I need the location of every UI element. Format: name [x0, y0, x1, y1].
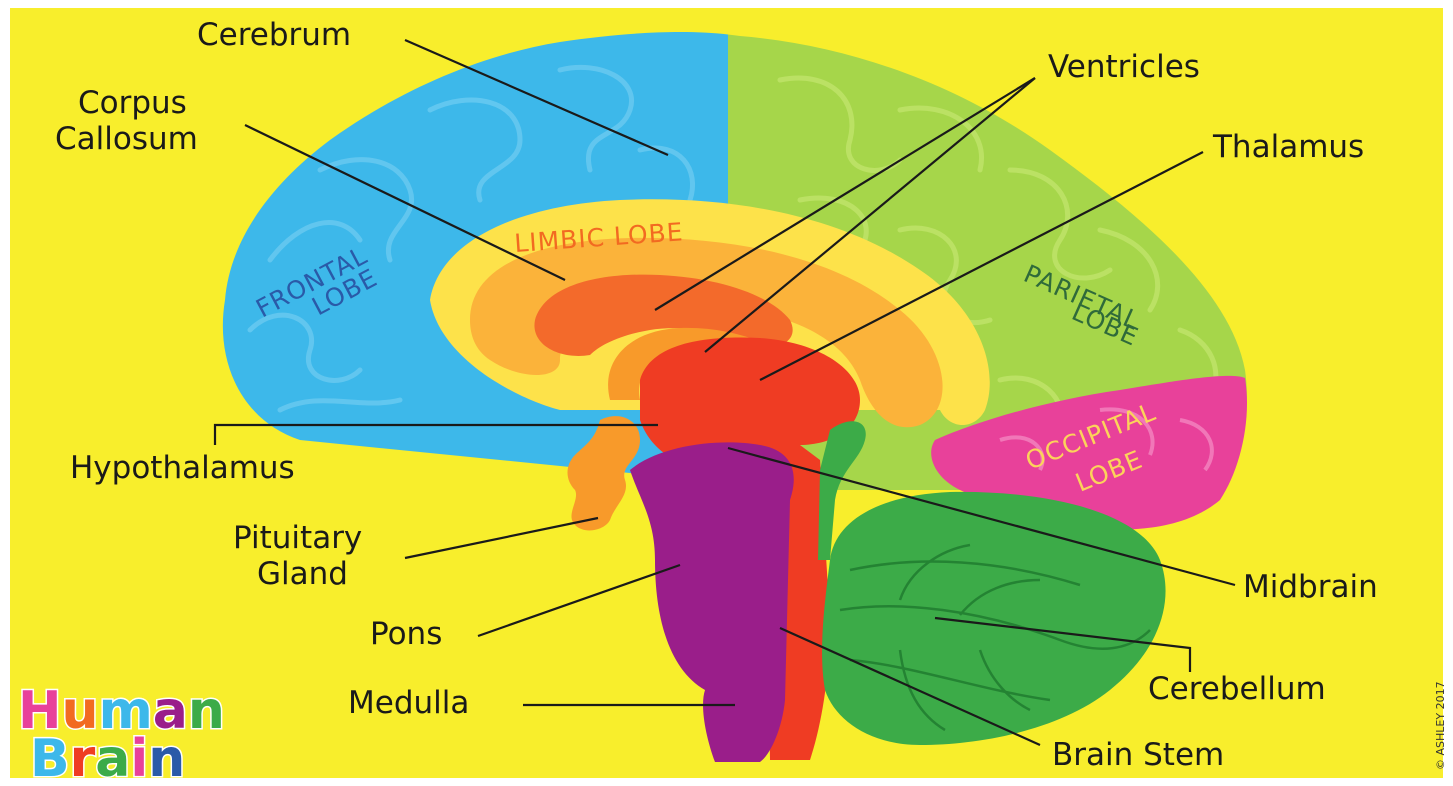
label-thalamus: Thalamus: [1212, 129, 1364, 165]
label-hypothalamus: Hypothalamus: [70, 450, 295, 486]
label-pituitary: Pituitary: [233, 520, 362, 556]
label-cerebrum: Cerebrum: [197, 17, 351, 53]
label-cerebellum: Cerebellum: [1148, 671, 1326, 707]
label-gland: Gland: [257, 556, 348, 592]
copyright-text: © ASHLEY 2017: [1434, 681, 1447, 770]
label-pons: Pons: [370, 616, 442, 652]
label-midbrain: Midbrain: [1243, 569, 1378, 605]
label-corpus: Corpus: [78, 85, 187, 121]
label-ventricles: Ventricles: [1048, 49, 1200, 85]
label-callosum: Callosum: [55, 121, 198, 157]
label-medulla: Medulla: [348, 685, 469, 721]
title-brain: Brain: [30, 729, 185, 786]
label-brain-stem: Brain Stem: [1052, 737, 1224, 773]
